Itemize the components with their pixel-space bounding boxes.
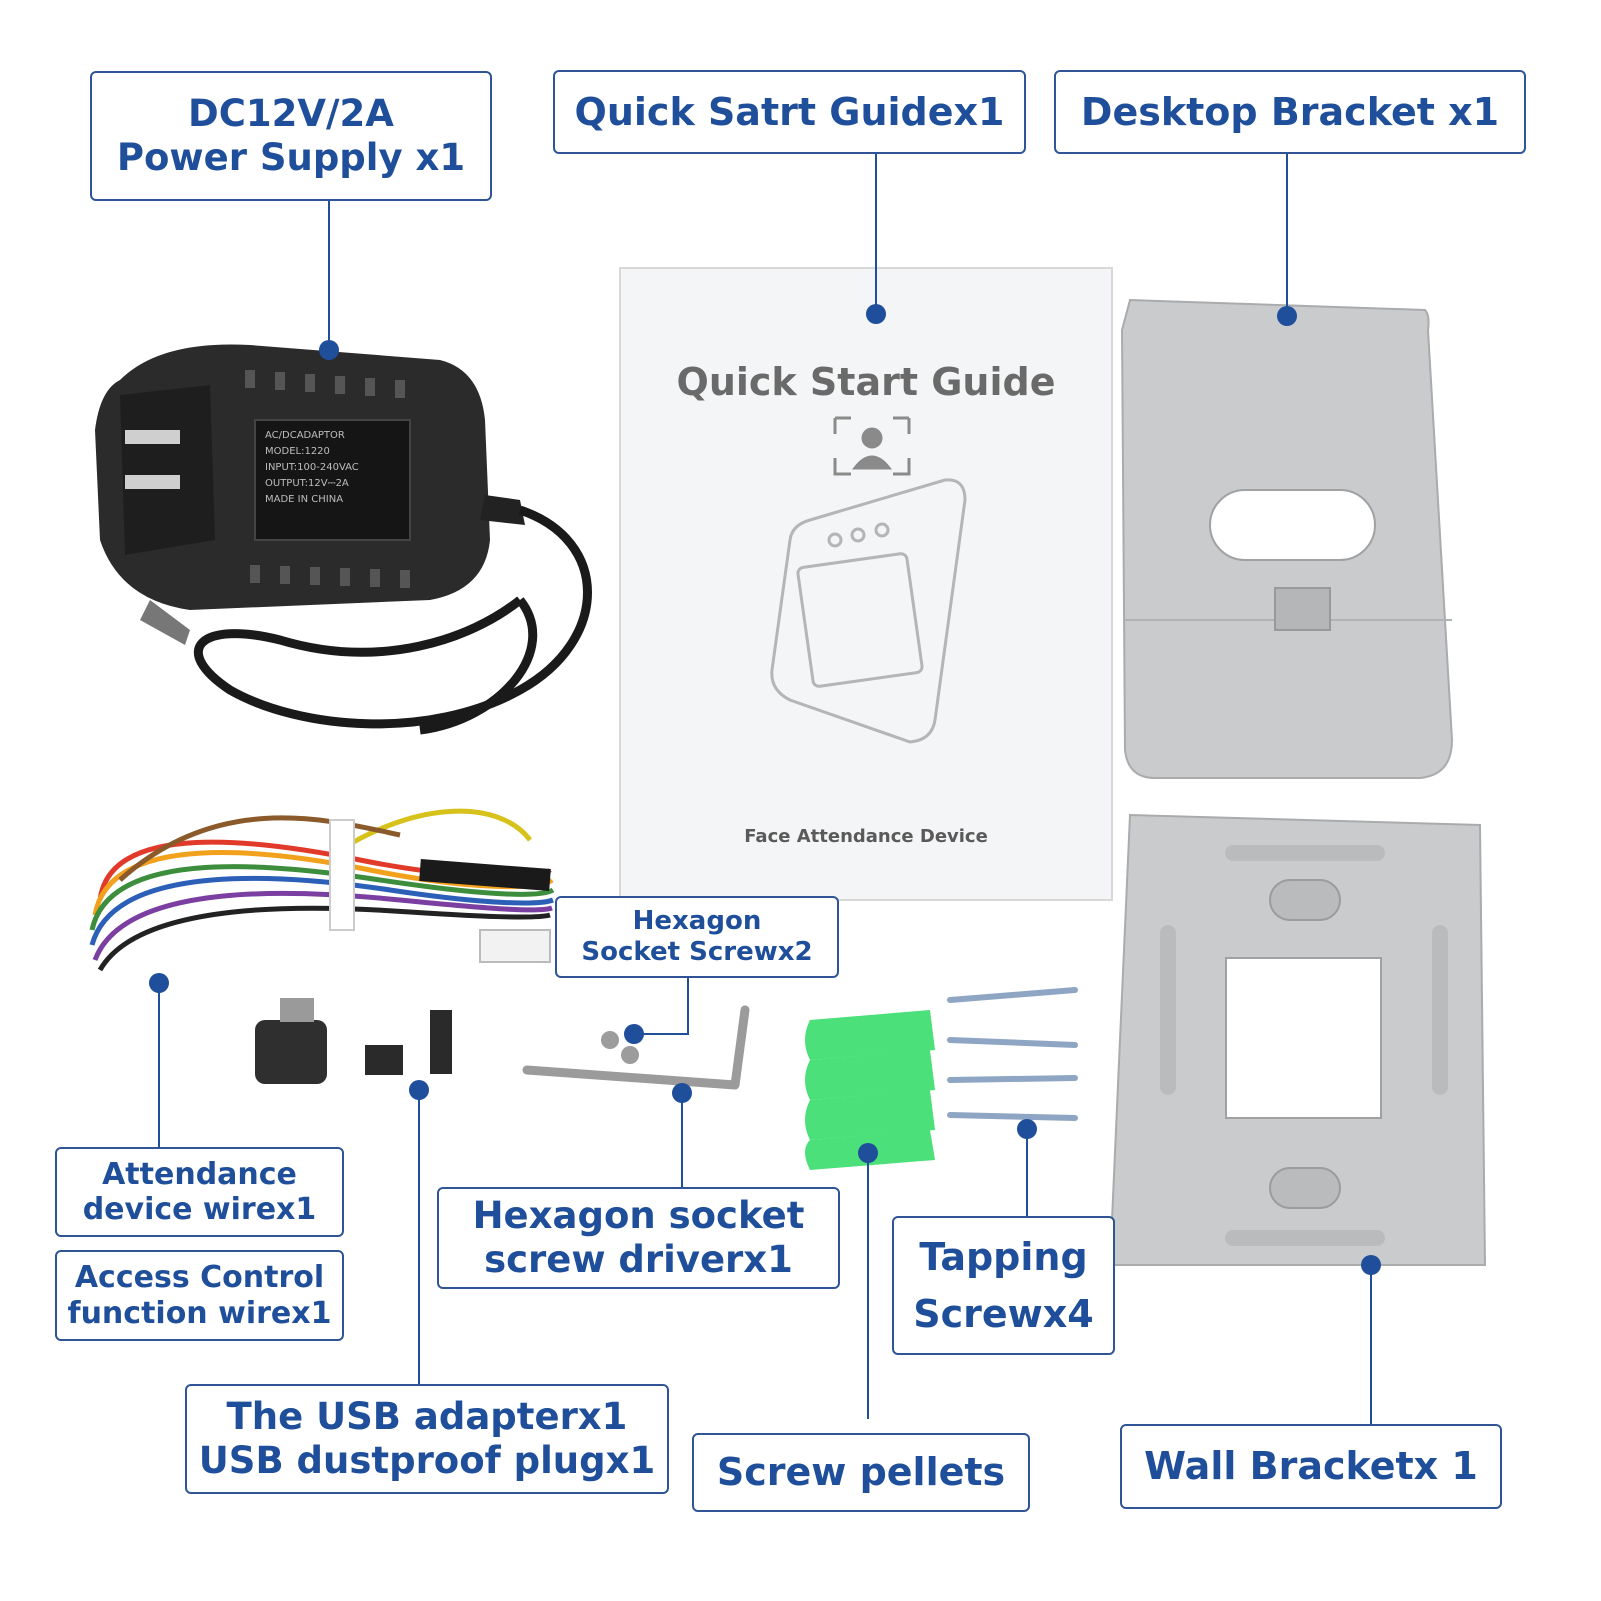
hex-screws-and-driver — [522, 1005, 750, 1090]
usb-adapter — [255, 998, 452, 1084]
callout-dot — [409, 1080, 429, 1100]
quick-guide-label: Quick Satrt Guidex1 — [553, 70, 1026, 154]
tapping-screws — [947, 987, 1078, 1121]
callout-dot — [866, 304, 886, 324]
adapter-sticker: AC/DCADAPTOR MODEL:1220 INPUT:100-240VAC… — [265, 430, 359, 505]
hexagon-screw-label: Hexagon Socket Screwx2 — [555, 896, 839, 978]
desktop-bracket — [1120, 298, 1454, 779]
screw-pellets-label: Screw pellets — [692, 1433, 1030, 1512]
desktop-bracket-label: Desktop Bracket x1 — [1054, 70, 1526, 154]
tapping-screw-label: Tapping Screwx4 — [892, 1216, 1115, 1355]
power-supply-label: DC12V/2A Power Supply x1 — [90, 71, 492, 201]
face-icon — [833, 416, 911, 476]
callout-dot — [319, 340, 339, 360]
booklet-title: Quick Start Guide — [677, 360, 1056, 404]
svg-text:OUTPUT:12V⎓2A: OUTPUT:12V⎓2A — [265, 478, 349, 489]
callout-dot — [858, 1143, 878, 1163]
svg-text:AC/DCADAPTOR: AC/DCADAPTOR — [265, 430, 345, 441]
screw-pellets — [805, 1010, 935, 1170]
callout-dot — [672, 1083, 692, 1103]
hex-driver-label: Hexagon socket screw driverx1 — [437, 1187, 840, 1289]
attendance-wire-label: Attendance device wirex1 — [55, 1147, 344, 1237]
device-outline — [770, 478, 967, 744]
booklet-subtitle: Face Attendance Device — [744, 826, 988, 847]
power-adapter: AC/DCADAPTOR MODEL:1220 INPUT:100-240VAC… — [95, 344, 592, 735]
callout-dot — [1277, 306, 1297, 326]
callout-dot — [1017, 1119, 1037, 1139]
quick-start-guide-booklet: Quick Start Guide Face Attendance Device — [619, 267, 1113, 901]
access-wire-label: Access Control function wirex1 — [55, 1250, 344, 1341]
usb-label: The USB adapterx1 USB dustproof plugx1 — [185, 1384, 669, 1494]
callout-dot — [149, 973, 169, 993]
callout-dot — [624, 1024, 644, 1044]
callout-dot — [1361, 1255, 1381, 1275]
wall-bracket — [1108, 813, 1487, 1266]
svg-text:INPUT:100-240VAC: INPUT:100-240VAC — [265, 462, 359, 473]
wire-harness — [89, 808, 555, 972]
svg-text:MADE IN CHINA: MADE IN CHINA — [265, 494, 343, 505]
svg-text:MODEL:1220: MODEL:1220 — [265, 446, 330, 457]
wall-bracket-label: Wall Bracketx 1 — [1120, 1424, 1502, 1509]
